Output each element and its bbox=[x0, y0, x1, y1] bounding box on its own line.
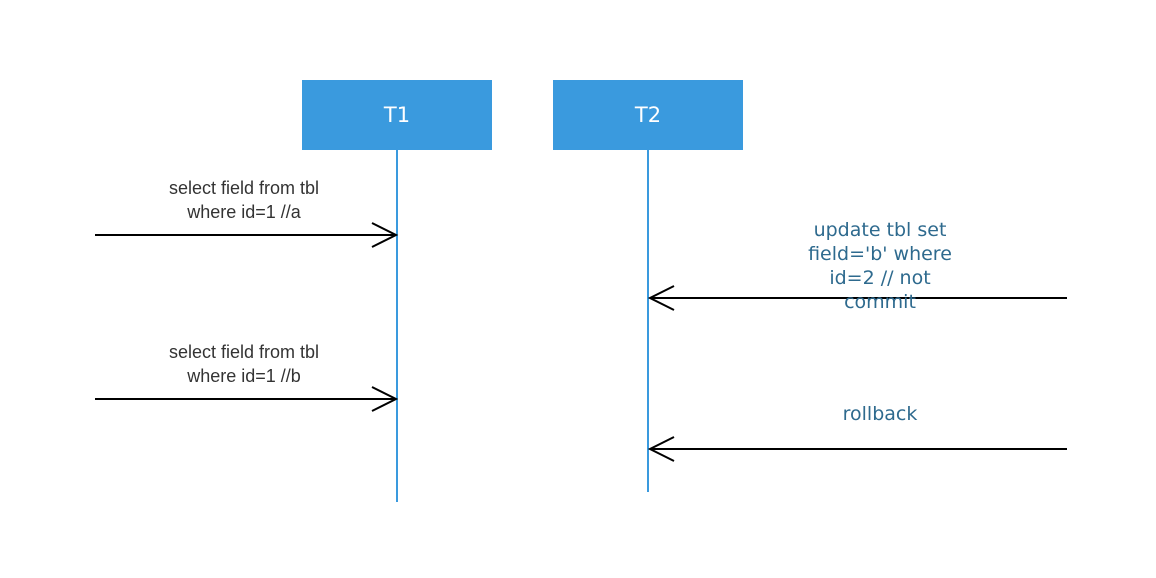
lifeline-t1-label: T1 bbox=[383, 103, 411, 127]
message-line: where id=1 //a bbox=[187, 202, 301, 222]
lifeline-t1: T1 bbox=[302, 80, 492, 150]
message-line: select field from tbl bbox=[168, 342, 320, 362]
message-line: rollback bbox=[842, 403, 918, 425]
message-label-msg3: select field from tbl where id=1 //b bbox=[134, 340, 354, 388]
message-label-msg4: rollback bbox=[780, 402, 980, 426]
message-label-msg2: update tbl set field='b' where id=2 // n… bbox=[780, 218, 980, 314]
lifeline-t2: T2 bbox=[553, 80, 743, 150]
lifeline-t2-label: T2 bbox=[634, 103, 662, 127]
message-label-msg1: select field from tbl where id=1 //a bbox=[134, 176, 354, 224]
message-line: update tbl set bbox=[813, 219, 947, 241]
message-line: id=2 // not bbox=[829, 267, 931, 289]
message-line: where id=1 //b bbox=[187, 366, 301, 386]
message-line: select field from tbl bbox=[168, 178, 320, 198]
arrow-msg1 bbox=[95, 222, 399, 248]
message-line: commit bbox=[844, 291, 916, 313]
arrow-msg4 bbox=[647, 436, 1067, 462]
arrow-msg2 bbox=[647, 285, 1067, 311]
arrow-msg3 bbox=[95, 386, 399, 412]
message-line: field='b' where bbox=[808, 243, 952, 265]
